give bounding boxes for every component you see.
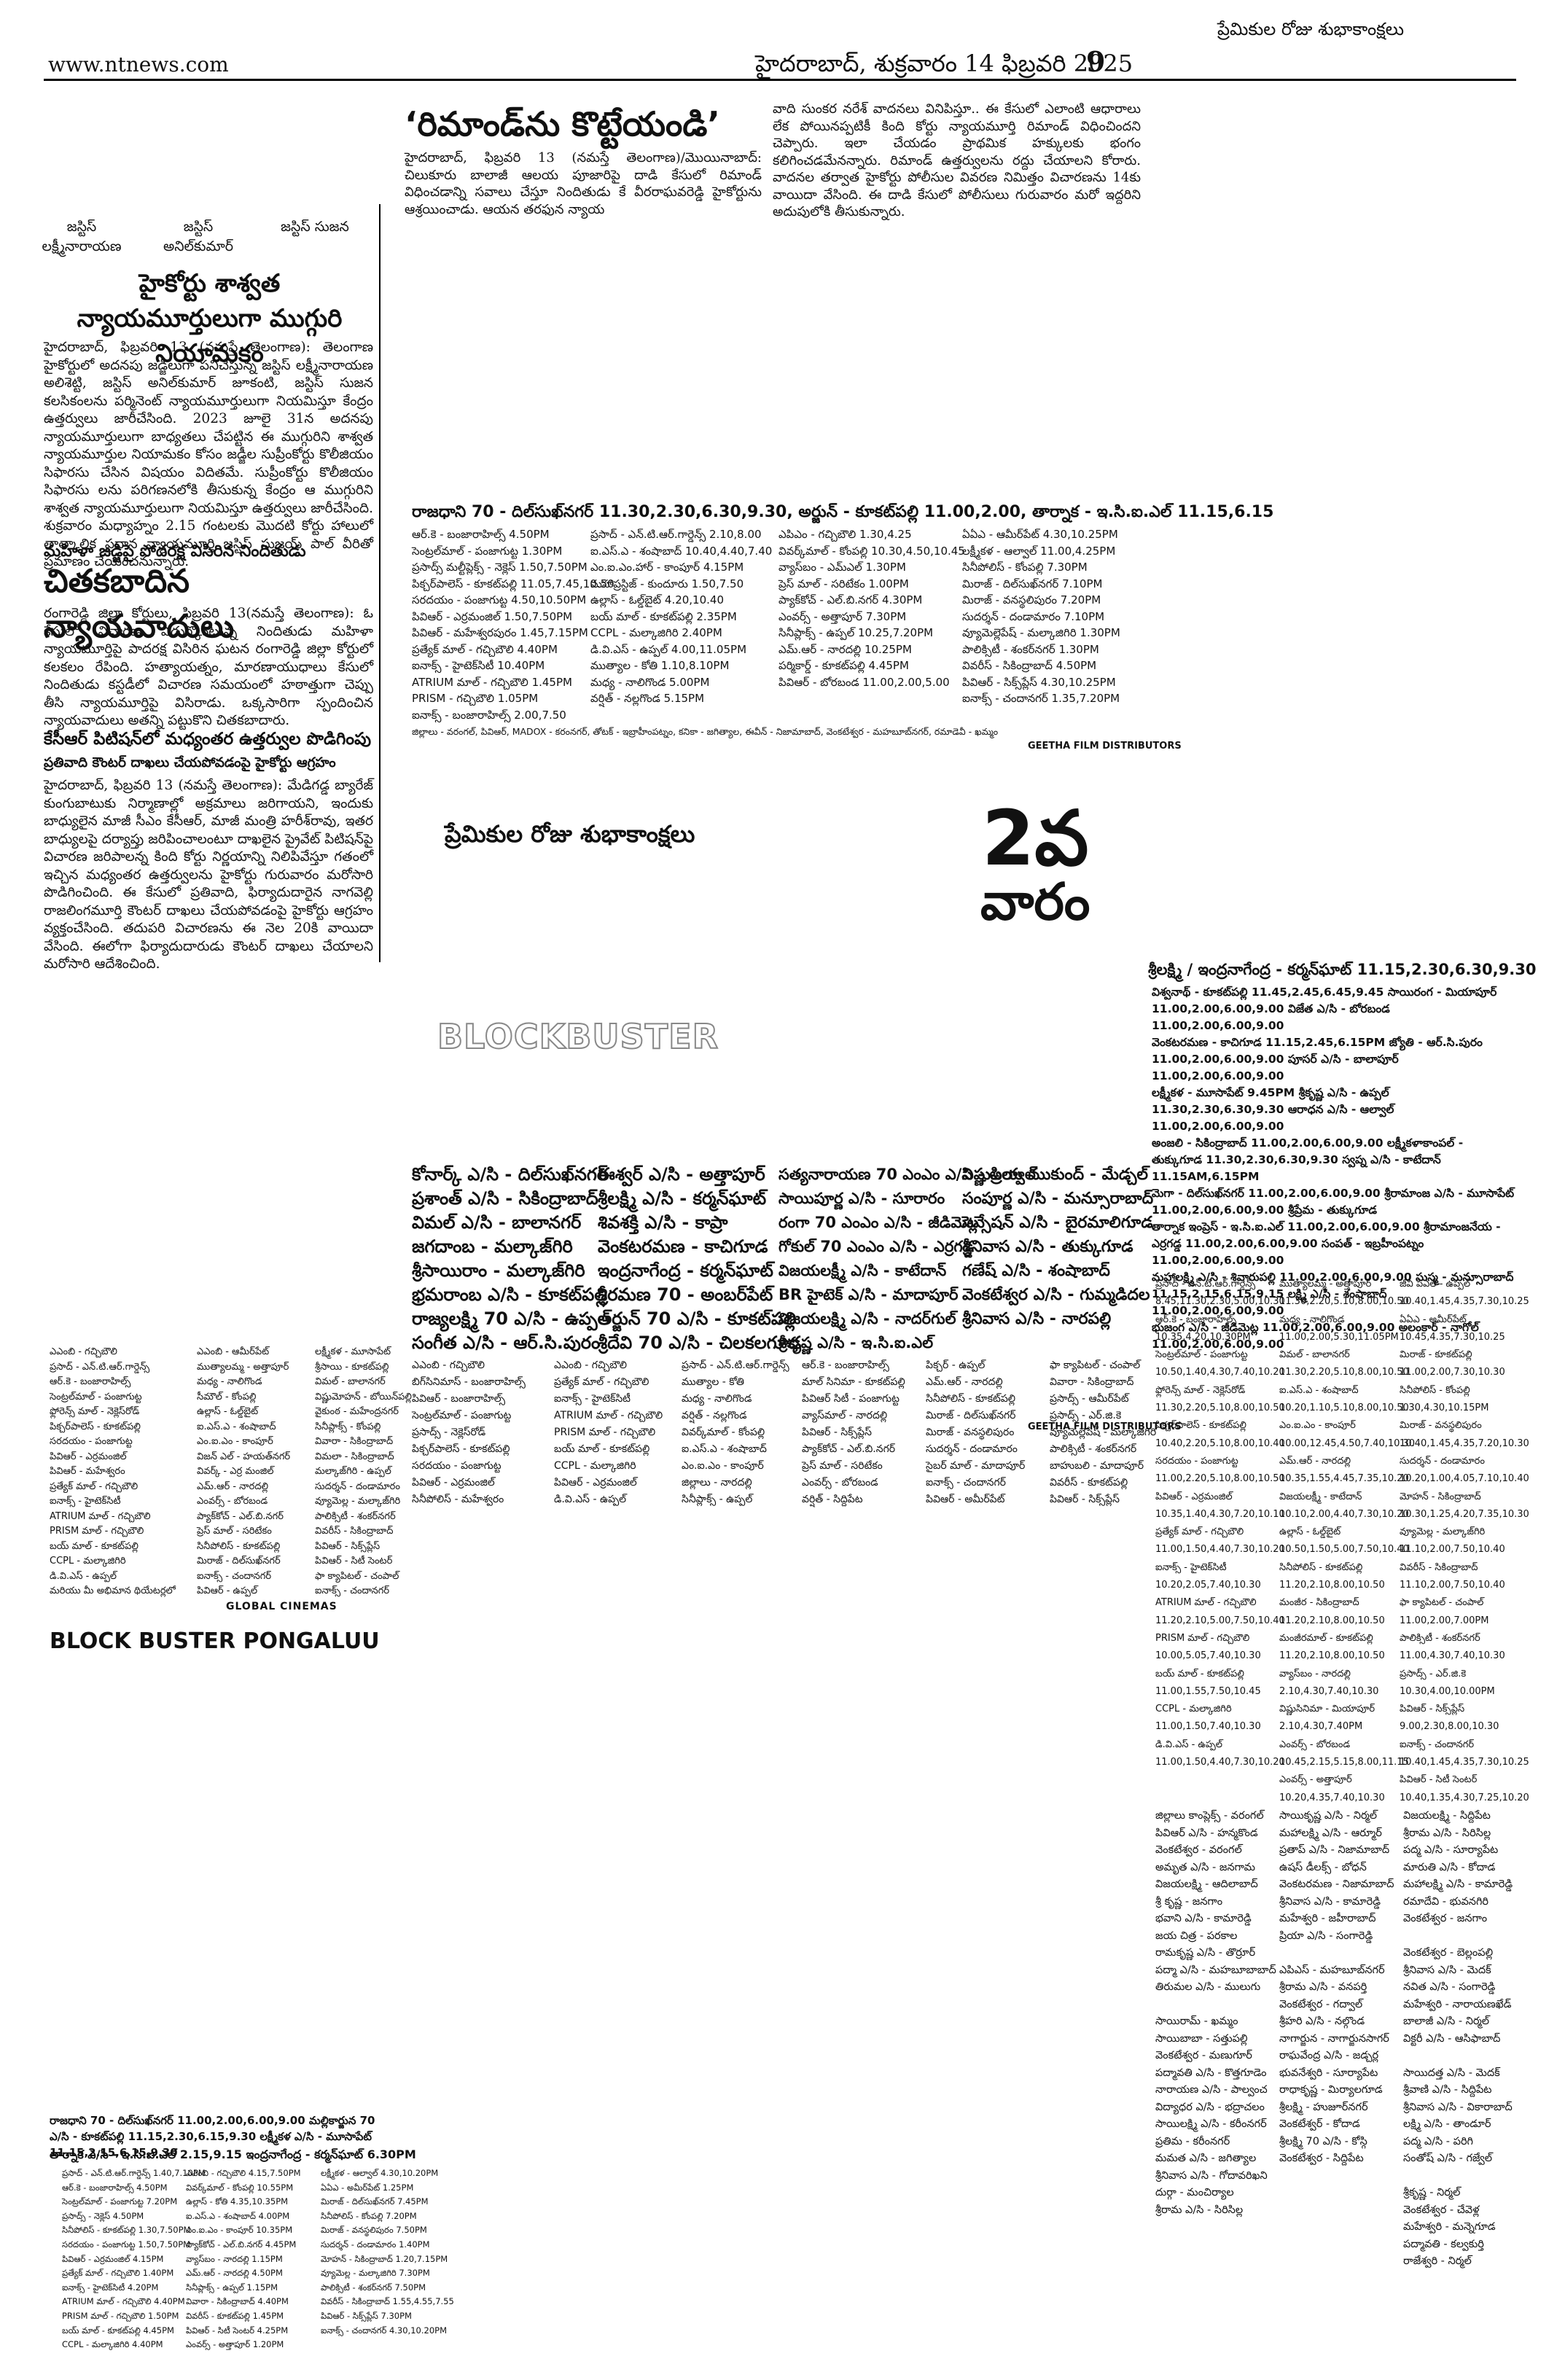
ad2-big-col2: ఈశ్వర్ ఎ/సి - అత్తాపూర్ శ్రీలక్ష్మి ఎ/సి… [598, 1164, 802, 1353]
global-cinemas-logo: GLOBAL CINEMAS [226, 1601, 337, 1612]
ad1-theatre-col4: ఏఏఎ - ఆమీర్‌పేట్ 4.30,10.25PM లక్ష్మీకళ … [962, 528, 1120, 705]
right-ad-headline: శ్రీలక్ష్మి / ఇంద్రనాగేంద్ర - కర్మన్‌ఘాట… [1148, 961, 1537, 978]
header-rule [44, 79, 1516, 81]
right-ad-big-rows: విశ్వనాథ్ - కూకట్‌పల్లి 11.45,2.45,6.45,… [1152, 984, 1516, 1353]
judge-caption: జస్టిస్ లక్ష్మీనారాయణ [42, 219, 122, 254]
ad1-theatre-col3: ఎపిఎం - గచ్చిబౌలి 1.30,4.25 వివర్క్‌మాల్… [778, 528, 965, 689]
right-ad-row: అంజలి - సికింద్రాబాద్ 11.00,2.00,6.00,9.… [1152, 1136, 1464, 1183]
right-ad-col3: జీవి పిఎల్ - ఉప్పల్ 10.40,1.45,4.35,7.30… [1400, 1279, 1529, 1803]
ad1-theatre-col2: ప్రసాద్ - ఎన్.టి.ఆర్.గార్డెన్స్ 2.10,8.0… [590, 528, 773, 705]
blockbuster-outline-text: BLOCKBUSTER [437, 1016, 719, 1057]
right-ad-row: మెగా - దిల్‌సుఖ్‌నగర్ 11.00,2.00,6.00,9.… [1152, 1187, 1515, 1217]
right-ad-row: లక్ష్మీకళ - మూసాపేట్ 9.45PM శ్రీకృష్ణ ఎ/… [1152, 1086, 1394, 1133]
ad2-small-col3: ప్రసాద్ - ఎన్.టి.ఆర్.గార్డెన్స్ ముత్యాల … [682, 1359, 789, 1505]
right-ad-row: తార్నాక ఇంప్రెస్ - ఇ.సి.ఐ.ఎల్ 11.00,2.00… [1152, 1220, 1501, 1267]
ad2-small-col1: ఎఎంబి - గచ్చిబౌలి బిగ్‌సినిమాస్ - బంజారా… [412, 1359, 526, 1505]
slipper-article-body: రంగారెడ్డి జిల్లా కోర్టులు, ఫిబ్రవరి 13(… [44, 606, 373, 728]
ad2-big-col3: సత్యనారాయణ 70 ఎంఎం ఎ/సి - అల్వాల్ సాయిపూ… [778, 1166, 1036, 1351]
ad1-theatre-col1: ఆర్.కె - బంజారాహిల్స్ 4.50PM సెంట్రల్‌మా… [412, 528, 614, 722]
top-right-banner: ప్రేమికుల రోజు శుభాకాంక్షలు [1217, 19, 1404, 39]
remand-article-col2: వాది సుంకర నరేశ్ వాదనలు వినిపిస్తూ.. ఈ క… [773, 101, 1141, 219]
remand-article-col1: హైదరాబాద్‌, ఫిబ్రవరి 13 (నమస్తే తెలంగాణ)… [405, 150, 762, 217]
right-ad-row: విశ్వనాథ్ - కూకట్‌పల్లి 11.45,2.45,6.45,… [1152, 986, 1497, 1032]
right-ad-district-col3: విజయలక్ష్మి - సిద్దిపేట శ్రీరామ ఎ/సి - స… [1403, 1810, 1513, 2267]
ad3-col3: లక్ష్మీకళ - మూసాపేట్ శ్రీసాయి - కూకట్‌పల… [315, 1346, 412, 1596]
ad4-headline: రాజధాని 70 - దిల్‌సుఖ్‌నగర్ 11.00,2.00,6… [50, 2114, 375, 2159]
website-url[interactable]: www.ntnews.com [48, 52, 229, 77]
judge-caption: జస్టిస్ సుజన [281, 219, 349, 235]
week-number: 2వ [982, 794, 1089, 883]
week-badge: 2వ వారం [980, 800, 1090, 927]
kcr-article-subkicker: ప్రతివాది కౌంటర్ దాఖలు చేయపోవడంపై హైకోర్… [44, 755, 336, 770]
dateline: హైదరాబాద్‌, శుక్రవారం 14 ఫిబ్రవరి 2025 [755, 50, 1133, 77]
ad2-distributor: GEETHA FILM DISTRIBUTORS [1028, 1421, 1182, 1432]
ad2-small-col5: పిక్చర్ - ఉప్పల్ ఎమ్.ఆర్ - నారదల్లి సినీ… [926, 1359, 1026, 1505]
ad2-small-col6: ఫా క్యాపిటల్ - చంపాల్ వివారా - సికింద్రా… [1050, 1359, 1157, 1505]
right-ad-col1: ప్రసాద్ - ఎన్.టి.ఆర్.గార్డెన్స్ 8.45,11.… [1155, 1279, 1285, 1768]
judges-photo-captions: జస్టిస్ లక్ష్మీనారాయణ జస్టిస్ అనిల్‌కుమా… [38, 219, 359, 258]
right-ad-row: మహాలక్ష్మి ఎ/సి - శివారుపల్లి 11.00,2.00… [1152, 1271, 1514, 1317]
ad1-distributor: GEETHA FILM DISTRIBUTORS [1028, 741, 1182, 752]
column-divider [379, 204, 381, 962]
blockbuster-pongaluu-banner: BLOCK BUSTER PONGALUU [50, 1628, 380, 1654]
right-ad-district-col1: జిల్లాలు కాంప్లెక్స్ - వరంగల్ పివిఆర్ ఎ/… [1155, 1810, 1276, 2216]
ad4-line2: తార్నాక ఎ/సి - ఇ.సి.ఐ.ఎల్ 2.15,9.15 ఇంద్… [50, 2147, 416, 2161]
kcr-article-kicker: కేసీఆర్ పిటిషన్‌లో మధ్యంతర ఉత్తర్వుల పొడ… [44, 729, 372, 749]
right-ad-row: వెంకటరమణ - కాచిగూడ 11.15,2.45,6.15PM జ్య… [1152, 1036, 1483, 1082]
week-word: వారం [980, 872, 1090, 932]
ad1-headline: రాజధాని 70 - దిల్‌సుఖ్‌నగర్ 11.30,2.30,6… [412, 503, 1274, 521]
judge-caption: జస్టిస్ అనిల్‌కుమార్ [163, 219, 233, 254]
judges-article-title: హైకోర్టు శాశ్వత న్యాయమూర్తులుగా ముగ్గురి… [77, 269, 343, 368]
right-ad-district-col2: సాయికృష్ణ ఎ/సి - నిర్మల్ మహాలక్ష్మి ఎ/సి… [1279, 1810, 1394, 2164]
page-header: ప్రేమికుల రోజు శుభాకాంక్షలు www.ntnews.c… [0, 19, 1557, 80]
ad2-big-col4: విష్ణుప్రియ ముకుంద్ - మేడ్చల్ సంపూర్ణ ఎ/… [962, 1166, 1154, 1328]
ad3-col2: ఎఎంబి - ఆమీర్‌పేట్ ముత్యాలమ్మ - అత్తాపూర… [197, 1346, 291, 1596]
ad3-col1: ఎఎంబి - గచ్చిబౌలి ప్రసాద్ - ఎన్.టి.ఆర్.గ… [50, 1346, 176, 1596]
ad2-big-col1: కోనార్క్ ఎ/సి - దిల్‌సుఖ్‌నగర్ ప్రశాంత్ … [412, 1164, 610, 1353]
ad1-footer: జిల్లాలు - వరంగల్, పివిఆర్, MADOX - కరంన… [412, 726, 999, 737]
ad4-col1: ప్రసాద్ - ఎన్.టి.ఆర్.గార్డెన్స్ 1.40,7.1… [62, 2168, 206, 2350]
ad2-small-col2: ఎఎంబి - గచ్చిబౌలి ప్రత్యేక్ మాల్ - గచ్చి… [554, 1359, 663, 1505]
ad2-small-col4: ఆర్.కె - బంజారాహిల్స్ మాల్ సినిమా - కూకట… [802, 1359, 905, 1505]
valentines-wishes: ప్రేమికుల రోజు శుభాకాంక్షలు [445, 820, 695, 848]
right-ad-col2: ముత్యాలమ్మ - అత్తాపూర్ 11.30,2.20,5.10,8… [1279, 1279, 1416, 1803]
ad4-col3: లక్ష్మీకళ - ఆల్వాల్ 4.30,10.20PM ఏఏఎ - అ… [321, 2168, 454, 2336]
remand-article-title: ‘రిమాండ్‌ను కొట్టేయండి’ [405, 104, 720, 144]
right-ad-row: భుజంగ ఎ/సి - జీడిమెట్ల 11.00,2.00,6.00,9… [1152, 1321, 1479, 1351]
ad4-col2: ఎఎంబి - గచ్చిబౌలి 4.15,7.50PM వివర్క్‌మా… [186, 2168, 301, 2350]
page-number: 9 [1086, 45, 1106, 78]
slipper-article-title: చితకబాదిన న్యాయవాదులు [44, 563, 235, 645]
judges-article-body: హైదరాబాద్‌, ఫిబ్రవరి 13 (నమస్తే తెలంగాణ)… [44, 340, 373, 569]
slipper-article-kicker: మహిళా జడ్జిపై పోదరక్ష విసిరిన నిందితుడు [44, 542, 306, 561]
kcr-article-body: హైదరాబాద్‌, ఫిబ్రవరి 13 (నమస్తే తెలంగాణ)… [44, 778, 373, 972]
